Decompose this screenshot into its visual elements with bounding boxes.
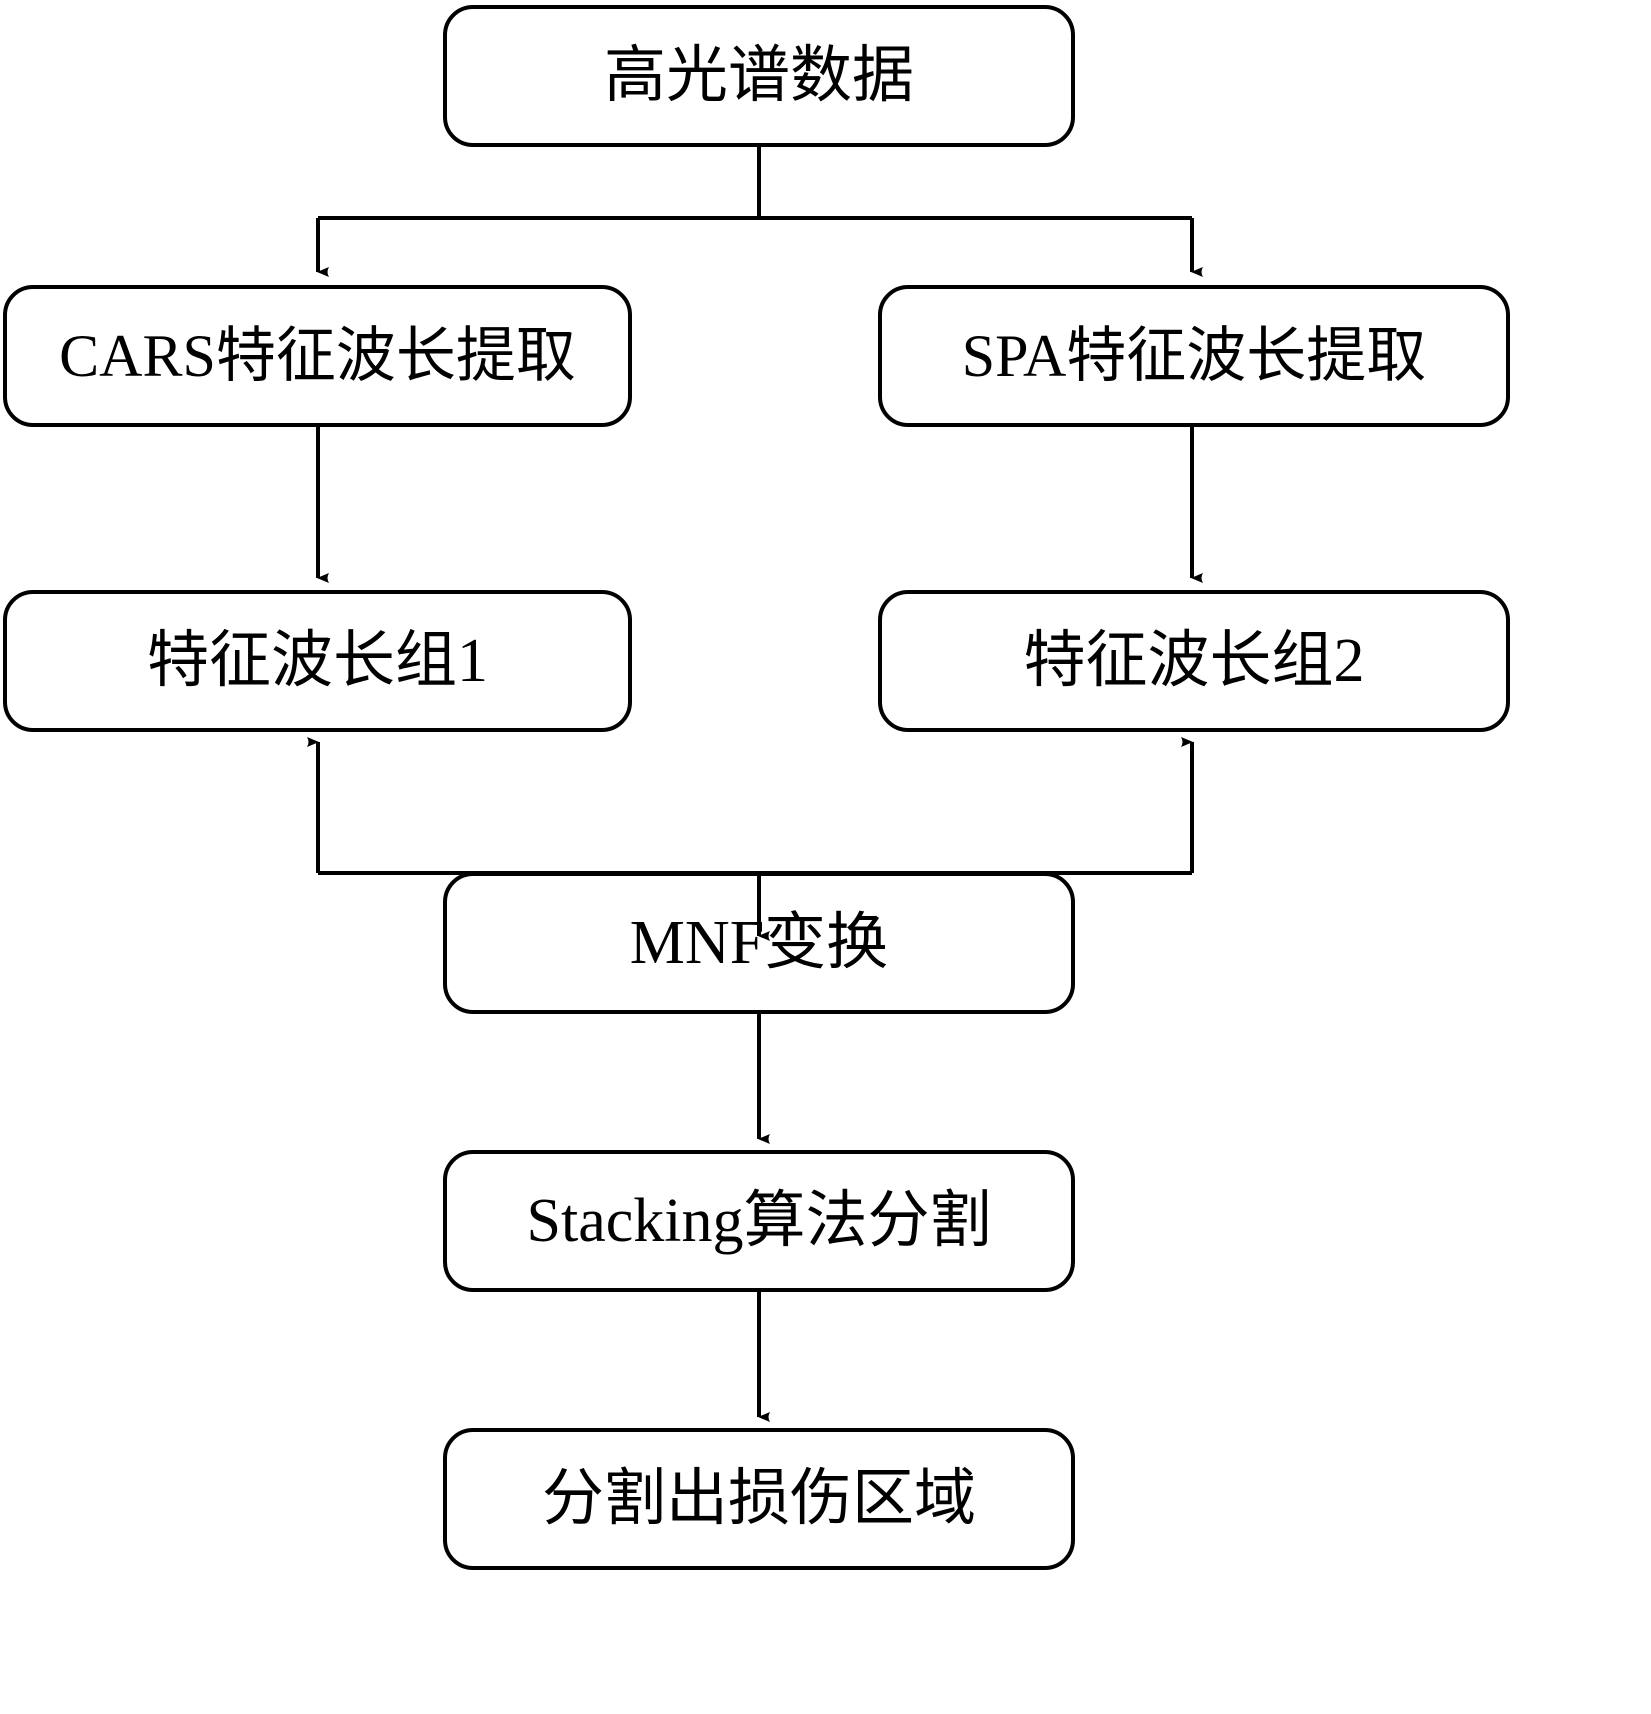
node-box-damage-region-output <box>443 1428 1075 1570</box>
node-shapes-layer <box>3 5 1510 1570</box>
node-label-hyperspectral-data: 高光谱数据 <box>603 41 914 110</box>
node-label-cars-extraction: CARS特征波长提取 <box>59 323 576 389</box>
node-label-mnf-transform: MNF变换 <box>629 908 889 977</box>
node-label-damage-region-output: 分割出损伤区域 <box>541 1464 976 1533</box>
node-label-spa-extraction: SPA特征波长提取 <box>961 323 1427 389</box>
node-label-wavelength-group-1: 特征波长组1 <box>146 626 488 695</box>
node-box-wavelength-group-1 <box>3 590 632 732</box>
node-label-stacking-segmentation: Stacking算法分割 <box>526 1186 992 1255</box>
node-label-wavelength-group-2: 特征波长组2 <box>1023 626 1365 695</box>
edge-lines-layer <box>307 145 1203 1422</box>
node-box-wavelength-group-2 <box>878 590 1510 732</box>
